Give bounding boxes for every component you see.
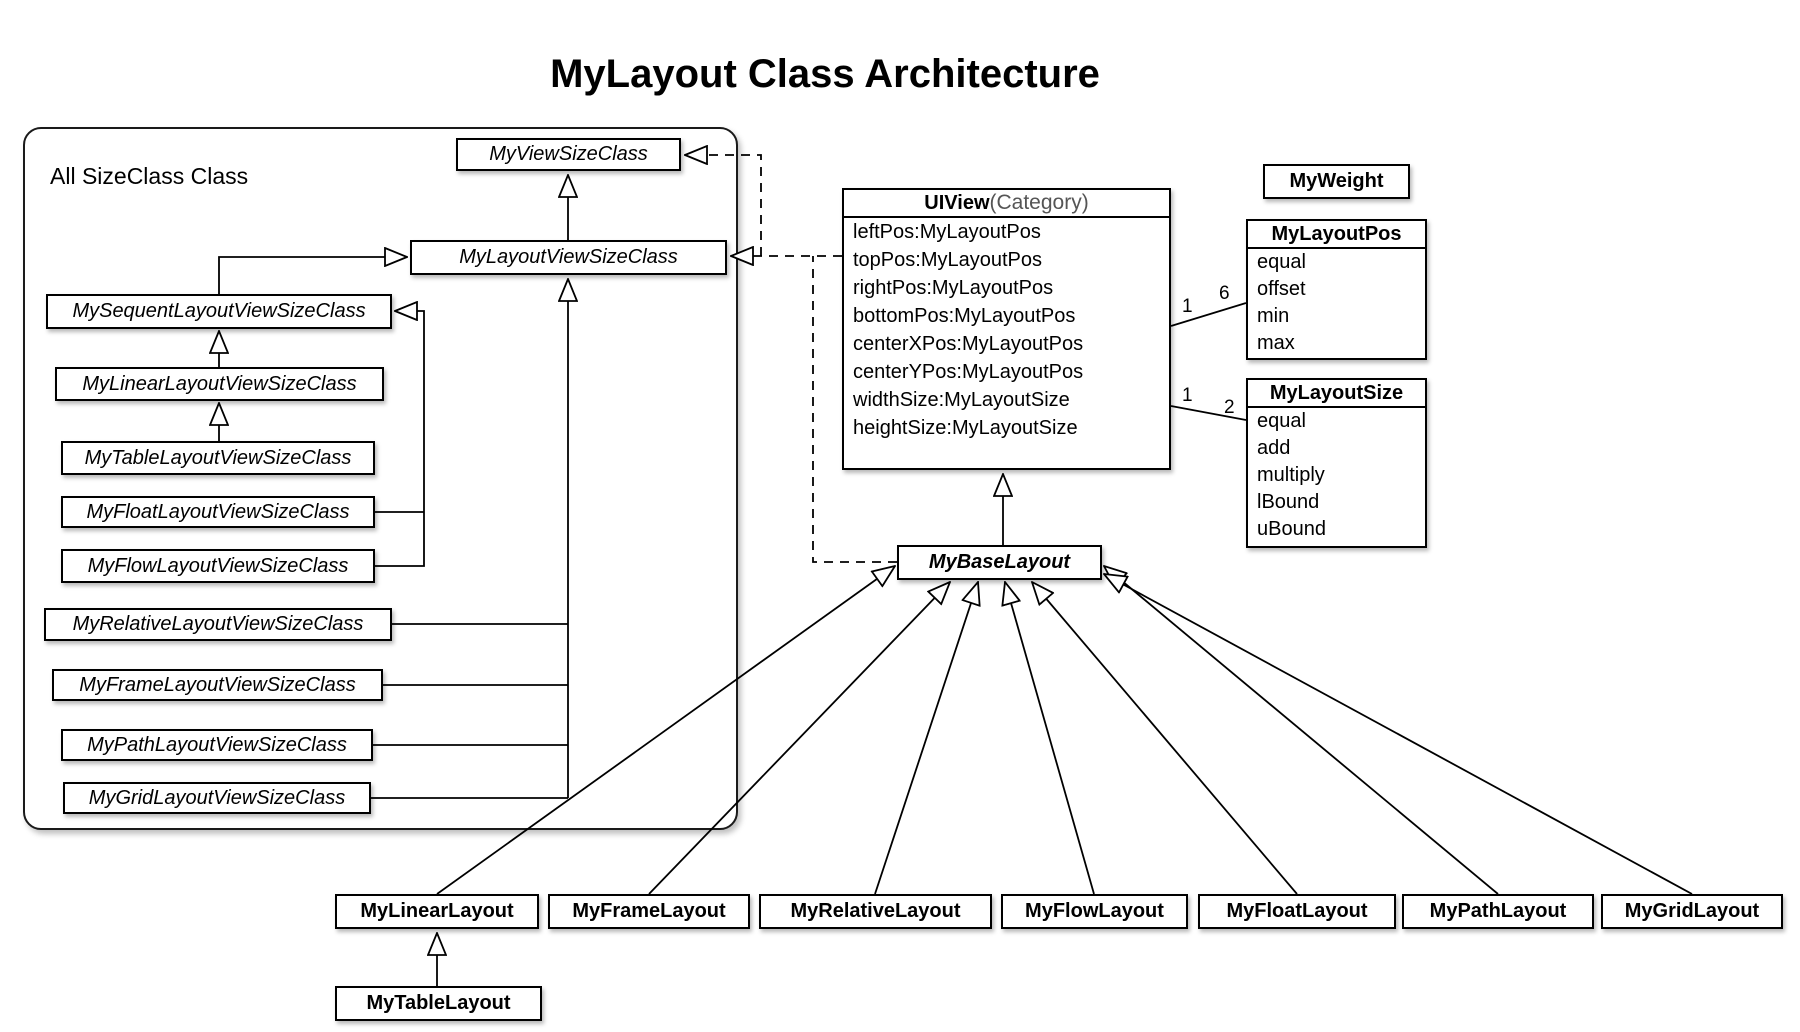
class-uiview-category: UIView(Category) leftPos:MyLayoutPos top… [842, 188, 1171, 470]
class-my-float-layout-view-size-class: MyFloatLayoutViewSizeClass [61, 496, 375, 528]
my-layout-pos-attribute: equal [1257, 251, 1306, 273]
class-my-weight: MyWeight [1263, 164, 1410, 199]
my-layout-size-attribute: multiply [1257, 464, 1325, 486]
class-my-linear-layout-view-size-class: MyLinearLayoutViewSizeClass [55, 367, 384, 401]
uiview-attribute: centerYPos:MyLayoutPos [853, 361, 1084, 383]
my-layout-size-attribute: equal [1257, 410, 1306, 432]
my-layout-pos-attribute: max [1257, 332, 1295, 354]
uiview-attribute: leftPos:MyLayoutPos [853, 221, 1041, 243]
class-my-linear-layout: MyLinearLayout [335, 894, 539, 929]
class-my-sequent-layout-view-size-class: MySequentLayoutViewSizeClass [46, 294, 392, 329]
uiview-attribute: bottomPos:MyLayoutPos [853, 305, 1076, 327]
edge-mypathlayout-mybaselayout [1104, 566, 1499, 895]
uiview-attribute: centerXPos:MyLayoutPos [853, 333, 1084, 355]
my-layout-size-attribute: lBound [1257, 491, 1320, 513]
my-layout-size-attribute: uBound [1257, 518, 1326, 540]
class-my-view-size-class: MyViewSizeClass [456, 138, 681, 171]
class-my-frame-layout-view-size-class: MyFrameLayoutViewSizeClass [52, 669, 383, 701]
class-my-layout-size: MyLayoutSize equal add multiply lBound u… [1246, 378, 1427, 548]
multiplicity-size-far: 2 [1224, 397, 1235, 418]
class-my-relative-layout: MyRelativeLayout [759, 894, 992, 929]
class-my-table-layout: MyTableLayout [335, 986, 542, 1021]
class-my-frame-layout: MyFrameLayout [548, 894, 750, 929]
class-my-base-layout: MyBaseLayout [897, 545, 1102, 580]
uiview-attributes: leftPos:MyLayoutPos topPos:MyLayoutPos r… [844, 218, 1169, 442]
uiview-attribute: heightSize:MyLayoutSize [853, 417, 1078, 439]
multiplicity-size-near: 1 [1182, 385, 1193, 406]
multiplicity-pos-near: 1 [1182, 296, 1193, 317]
sizeclass-group-box [23, 127, 738, 830]
my-layout-pos-attributes: equal offset min max [1248, 249, 1425, 357]
my-layout-pos-attribute: min [1257, 305, 1290, 327]
class-my-grid-layout: MyGridLayout [1601, 894, 1783, 929]
uiview-attribute: widthSize:MyLayoutSize [853, 389, 1070, 411]
edge-myrelativelayout-mybaselayout [874, 582, 978, 895]
my-layout-size-attributes: equal add multiply lBound uBound [1248, 408, 1425, 543]
my-layout-pos-header: MyLayoutPos [1248, 221, 1425, 249]
class-my-grid-layout-view-size-class: MyGridLayoutViewSizeClass [63, 782, 371, 814]
class-my-float-layout: MyFloatLayout [1198, 894, 1396, 929]
class-my-flow-layout-view-size-class: MyFlowLayoutViewSizeClass [61, 549, 375, 583]
uiview-header: UIView(Category) [844, 190, 1169, 218]
edge-uiview-mylayoutsize [1170, 405, 1247, 421]
uiview-attribute: rightPos:MyLayoutPos [853, 277, 1054, 299]
class-my-path-layout: MyPathLayout [1402, 894, 1594, 929]
class-my-relative-layout-view-size-class: MyRelativeLayoutViewSizeClass [44, 608, 392, 641]
edge-myflowlayout-mybaselayout [1005, 582, 1095, 895]
uiview-name: UIView [924, 192, 990, 214]
class-my-flow-layout: MyFlowLayout [1001, 894, 1188, 929]
edge-mygridlayout-mybaselayout [1104, 574, 1693, 895]
uiview-category-suffix: (Category) [989, 191, 1089, 214]
edge-myfloatlayout-mybaselayout [1032, 582, 1298, 895]
class-my-layout-pos: MyLayoutPos equal offset min max [1246, 219, 1427, 360]
my-layout-pos-attribute: offset [1257, 278, 1306, 300]
class-my-layout-view-size-class: MyLayoutViewSizeClass [410, 240, 727, 275]
class-my-path-layout-view-size-class: MyPathLayoutViewSizeClass [61, 729, 373, 761]
uiview-attribute: topPos:MyLayoutPos [853, 249, 1042, 271]
diagram-title: MyLayout Class Architecture [550, 52, 1100, 96]
my-layout-size-attribute: add [1257, 437, 1291, 459]
sizeclass-group-label: All SizeClass Class [50, 163, 249, 189]
my-layout-size-header: MyLayoutSize [1248, 380, 1425, 408]
class-my-table-layout-view-size-class: MyTableLayoutViewSizeClass [61, 441, 375, 475]
multiplicity-pos-far: 6 [1219, 283, 1230, 304]
